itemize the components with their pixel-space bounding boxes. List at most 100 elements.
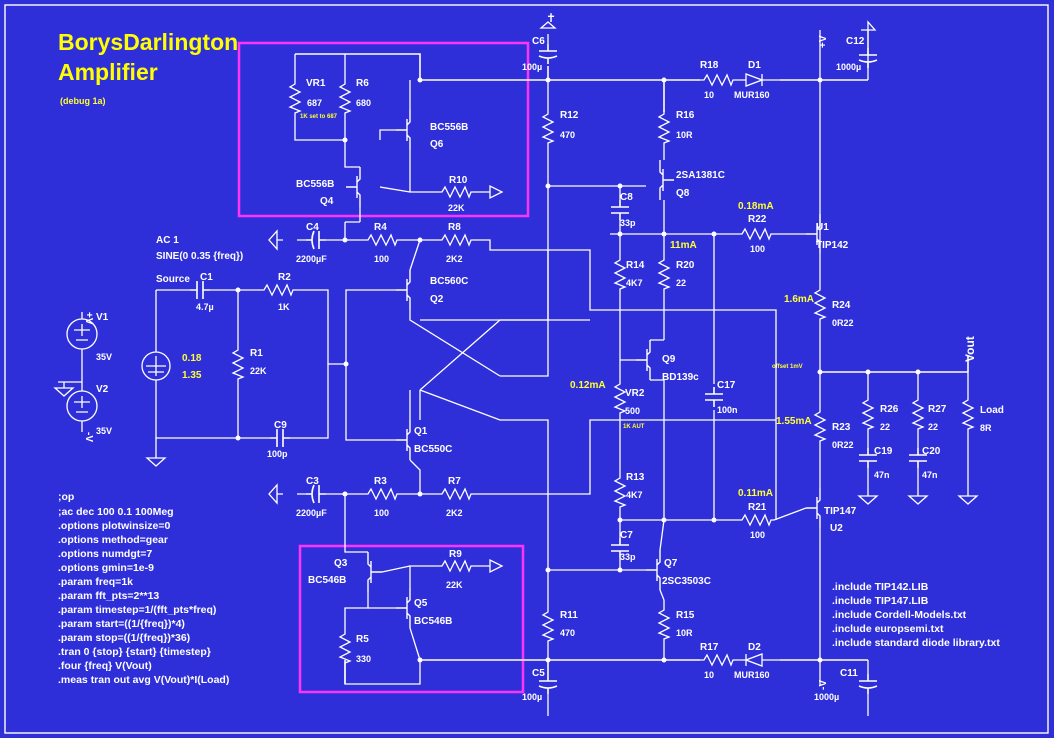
r1-value: 22K [250,366,267,376]
c8-label: C8 [620,192,633,203]
r22-resistor [737,228,775,240]
r18-resistor [699,74,737,86]
include-directives: .include TIP142.LIB .include TIP147.LIB … [832,581,1000,649]
load-label: Load [980,405,1004,416]
r9-label: R9 [449,549,462,560]
r16-value: 10R [676,130,693,140]
r3-value: 100 [374,508,389,518]
c20-value: 47n [922,470,938,480]
c3-value: 2200µF [296,508,327,518]
r2-resistor [259,284,297,296]
source-dc2: 1.35 [182,370,202,381]
r6-value: 680 [356,98,371,108]
r12-value: 470 [560,130,575,140]
vr1-note: 1K set to 687 [300,114,338,120]
r13-value: 4K7 [626,490,643,500]
supply-ground [54,381,74,397]
r26-resistor [862,395,874,433]
r18-value: 10 [704,90,714,100]
c20-label: C20 [922,446,941,457]
c12-label: C12 [846,36,865,47]
r27-label: R27 [928,404,947,415]
vr1-value: 687 [307,98,322,108]
source-generator [141,351,171,381]
r10-resistor [437,186,475,198]
svg-text:.meas tran out avg V(Vout)*I(L: .meas tran out avg V(Vout)*I(Load) [58,674,229,686]
title-line1: BorysDarlington [58,29,238,55]
current-vr2: 0.12mA [570,380,606,391]
r23-label: R23 [832,422,851,433]
q2-transistor [395,269,411,311]
source-sine: SINE(0 0.35 {freq}) [156,251,243,262]
v2-label: V2 [96,384,109,395]
v1-value: 35V [96,352,112,362]
c11-label: C11 [840,668,858,679]
c11-value: 1000µ [814,692,839,702]
svg-text:.param stop=((1/{freq})*36): .param stop=((1/{freq})*36) [58,632,190,644]
q6-model: BC556B [430,122,468,133]
c8-capacitor [610,199,630,221]
r9-resistor [437,560,475,572]
c5-value: 100µ [522,692,542,702]
q1-label: Q1 [414,426,428,437]
current-q8: 11mA [670,240,697,251]
vr2-label: VR2 [625,388,645,399]
c6-label: C6 [532,36,545,47]
r14-resistor [614,255,626,293]
r24-label: R24 [832,300,851,311]
u2-label: U2 [830,523,843,534]
current-r21: 0.11mA [738,488,773,499]
c3-capacitor [305,484,327,504]
u2-model: TIP147 [824,506,857,517]
r11-value: 470 [560,628,575,638]
svg-text:;ac dec 100 0.1 100Meg: ;ac dec 100 0.1 100Meg [58,506,174,518]
r22-label: R22 [748,214,767,225]
q7-model: 2SC3503C [662,576,711,587]
r12-resistor [542,109,554,147]
q8-label: Q8 [676,188,690,199]
source-label: Source [156,274,190,285]
r11-resistor [542,607,554,645]
r7-value: 2K2 [446,508,463,518]
r8-label: R8 [448,222,461,233]
q2-label: Q2 [430,294,444,305]
r2-value: 1K [278,302,290,312]
q9-transistor [635,339,651,381]
c9-value: 100p [267,449,288,459]
r10-value: 22K [448,203,465,213]
offset-annotation: offset 1mV [772,364,803,370]
c3-label: C3 [306,476,319,487]
r11-label: R11 [560,610,578,621]
svg-text:;op: ;op [58,491,74,503]
d2-label: D2 [748,642,761,653]
q1-model: BC550C [414,444,452,455]
svg-text:.options numdgt=7: .options numdgt=7 [58,548,152,560]
svg-text:.include standard diode librar: .include standard diode library.txt [832,637,1000,649]
r20-label: R20 [676,260,695,271]
highlight-box-bottom [298,544,525,694]
c17-value: 100n [717,405,738,415]
vr2-note: 1K AUT [623,424,645,430]
svg-text:.options plotwinsize=0: .options plotwinsize=0 [58,520,170,532]
r13-resistor [614,473,626,511]
q4-transistor [345,166,361,208]
q8-model: 2SA1381C [676,170,725,181]
q7-label: Q7 [664,558,678,569]
r3-label: R3 [374,476,387,487]
c4-value: 2200µF [296,254,327,264]
c8-value: 33p [620,218,636,228]
current-r23: 1.55mA [776,416,812,427]
q5-model: BC546B [414,616,452,627]
r15-label: R15 [676,610,695,621]
c6-vpos-marker: ✝ [546,11,556,25]
c19-value: 47n [874,470,890,480]
r6-resistor [339,79,351,117]
c6-capacitor [538,43,558,65]
r8-resistor [437,234,475,246]
r14-value: 4K7 [626,278,643,288]
load-value: 8R [980,423,992,433]
c19-ground [858,489,878,505]
spice-directives: ;op ;ac dec 100 0.1 100Meg .options plot… [58,491,229,686]
r12-label: R12 [560,110,579,121]
